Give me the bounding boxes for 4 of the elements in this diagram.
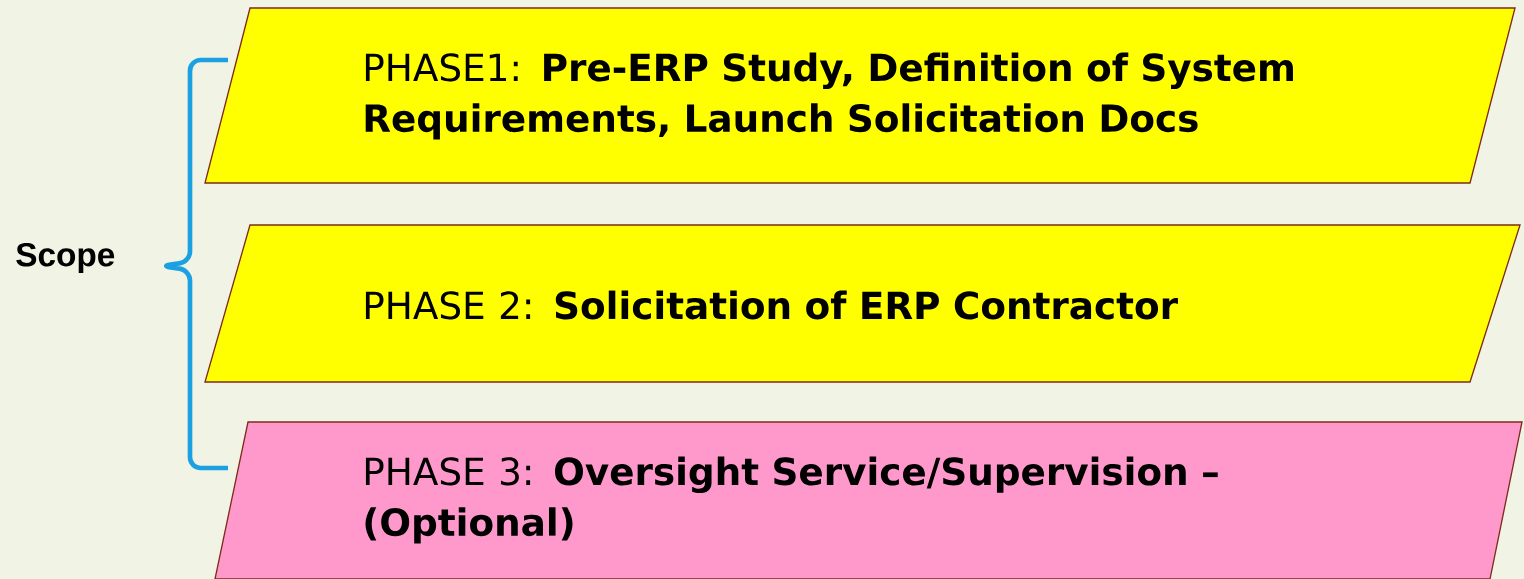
scope-label: Scope [16, 242, 115, 274]
phase-parallelogram: PHASE 3: Oversight Service/Supervision – (Optional) [214, 421, 1523, 579]
phase-parallelogram: PHASE1: Pre-ERP Study, Definition of System Requirements, Launch Solicitation Docs [204, 7, 1516, 184]
phase-parallelogram: PHASE 2: Solicitation of ERP Contractor [204, 224, 1521, 383]
